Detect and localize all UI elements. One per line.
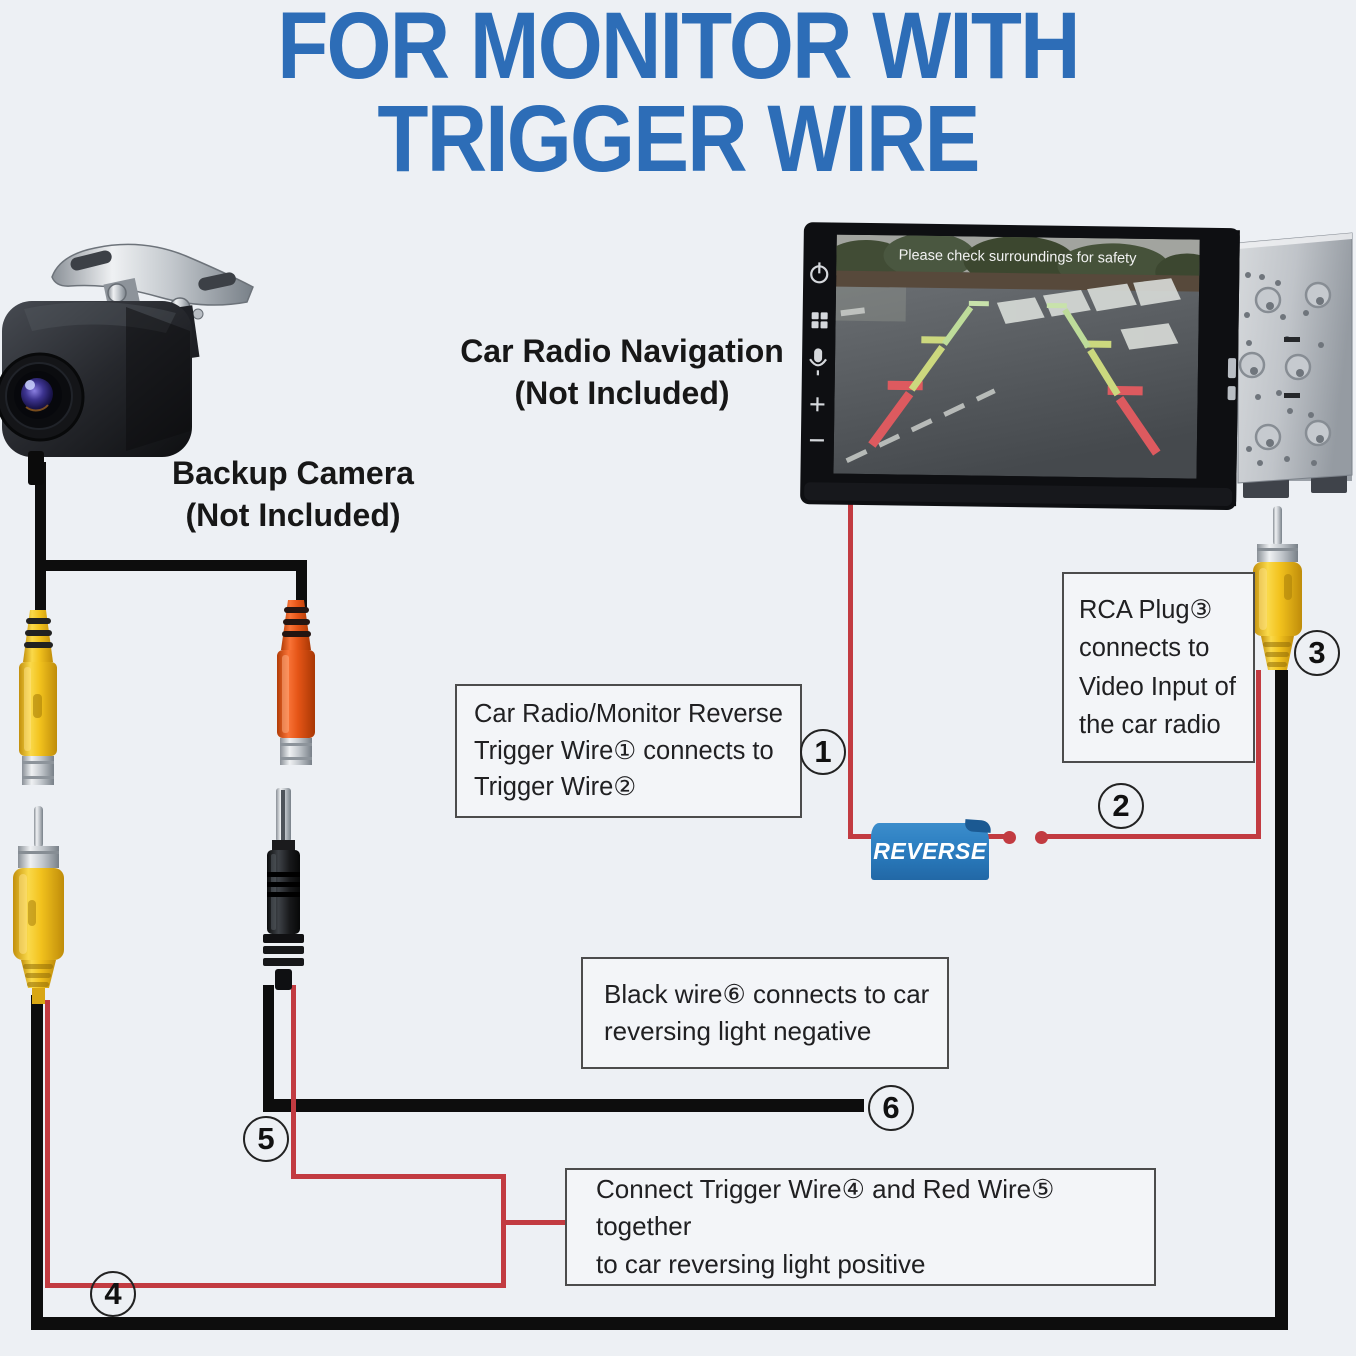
callout-trigger-wire: Car Radio/Monitor Reverse Trigger Wire① … bbox=[455, 684, 802, 818]
side-buttons bbox=[1227, 358, 1237, 401]
rca-plug-3 bbox=[1253, 506, 1302, 670]
callout-trigger-line2: Trigger Wire① connects to bbox=[474, 736, 774, 765]
trigger-wire-4-horizontal bbox=[45, 1283, 506, 1288]
red-wire-5-vertical bbox=[291, 985, 296, 1178]
rca-cable-right-vertical bbox=[1275, 670, 1288, 1330]
camera-label: Backup Camera (Not Included) bbox=[118, 452, 468, 536]
rca-jack-yellow bbox=[19, 610, 57, 785]
radio-label: Car Radio Navigation (Not Included) bbox=[440, 330, 804, 414]
callout-connect-line2: to car reversing light positive bbox=[596, 1248, 926, 1279]
callout-trigger-line3: Trigger Wire② bbox=[474, 773, 637, 802]
marker-4: 4 bbox=[90, 1271, 136, 1317]
radio-chassis bbox=[1237, 232, 1353, 498]
black-wire-6 bbox=[263, 1099, 864, 1112]
rca-jack-orange bbox=[277, 600, 315, 765]
marker-5: 5 bbox=[243, 1116, 289, 1162]
trigger-wire-4-vertical bbox=[45, 1000, 50, 1287]
camera-label-line1: Backup Camera bbox=[172, 455, 414, 491]
callout-connect-line1: Connect Trigger Wire④ and Red Wire⑤ toge… bbox=[596, 1173, 1055, 1242]
marker-5-digit: 5 bbox=[257, 1121, 275, 1156]
radio-label-line1: Car Radio Navigation bbox=[460, 333, 784, 369]
marker-1-digit: 1 bbox=[814, 734, 832, 769]
trigger-wire-2-horizontal bbox=[1046, 834, 1260, 839]
reverse-tag: REVERSE bbox=[871, 823, 989, 880]
menu-grid-icon bbox=[811, 312, 828, 329]
backup-camera-image bbox=[0, 243, 254, 485]
callout-rca-line4: the car radio bbox=[1079, 710, 1221, 739]
rca-plug-yellow bbox=[13, 806, 64, 1004]
marker-2-digit: 2 bbox=[1112, 788, 1130, 823]
dc-power-plug bbox=[263, 788, 304, 990]
camera-cable-vertical bbox=[35, 462, 46, 622]
red-wire-join-vertical bbox=[501, 1174, 506, 1288]
bezel-icons bbox=[809, 262, 829, 442]
camera-cable-branch-horizontal bbox=[35, 560, 307, 571]
camera-lens bbox=[0, 352, 85, 442]
page-title: FOR MONITOR WITH TRIGGER WIRE bbox=[0, 0, 1356, 193]
marker-6-digit: 6 bbox=[882, 1090, 900, 1125]
callout-trigger-line1: Car Radio/Monitor Reverse bbox=[474, 699, 783, 728]
marker-2: 2 bbox=[1098, 783, 1144, 829]
page-title-line1: FOR MONITOR WITH bbox=[277, 0, 1080, 99]
radio-label-line2: (Not Included) bbox=[514, 375, 730, 412]
radio-screen: Please check surroundings for safety bbox=[833, 234, 1200, 479]
red-wire-5-horizontal bbox=[291, 1174, 506, 1179]
rca-cable-bottom-run bbox=[31, 1317, 1288, 1330]
screen-warning-text: Please check surroundings for safety bbox=[899, 247, 1138, 266]
reverse-tag-label: REVERSE bbox=[873, 838, 987, 864]
dc-plug-black-lead bbox=[263, 985, 274, 1112]
car-radio-image: Please check surroundings for safety bbox=[800, 222, 1353, 511]
callout-connect-wires: Connect Trigger Wire④ and Red Wire⑤ toge… bbox=[565, 1168, 1156, 1286]
callout-rca-line2: connects to bbox=[1079, 634, 1210, 663]
rca-cable-left-vertical bbox=[31, 995, 43, 1330]
lane-dashes bbox=[845, 388, 996, 463]
callout-black-wire: Black wire⑥ connects to car reversing li… bbox=[581, 957, 949, 1069]
marker-6: 6 bbox=[868, 1085, 914, 1131]
power-icon bbox=[810, 262, 829, 284]
red-wire-callout-stub bbox=[501, 1220, 567, 1225]
callout-black-line1: Black wire⑥ connects to car bbox=[604, 978, 930, 1009]
callout-rca-plug: RCA Plug③ connects to Video Input of the… bbox=[1062, 572, 1255, 763]
guide-lines bbox=[868, 300, 1161, 456]
marker-3-digit: 3 bbox=[1308, 635, 1326, 670]
plus-icon bbox=[810, 397, 825, 412]
page-title-line2: TRIGGER WIRE bbox=[377, 86, 980, 193]
callout-black-line2: reversing light negative bbox=[604, 1016, 872, 1046]
wire-junction-dot-left bbox=[1003, 831, 1016, 844]
crosswalk bbox=[996, 278, 1181, 350]
trigger-wire-2-vertical bbox=[1256, 670, 1261, 839]
marker-3: 3 bbox=[1294, 630, 1340, 676]
callout-rca-line1: RCA Plug③ bbox=[1079, 596, 1213, 624]
camera-label-line2: (Not Included) bbox=[185, 497, 401, 534]
camera-cable-branch-down bbox=[296, 560, 307, 612]
camera-cable-stub bbox=[28, 451, 44, 485]
radio-front: Please check surroundings for safety bbox=[800, 222, 1240, 511]
wire-junction-dot-right bbox=[1035, 831, 1048, 844]
mic-icon bbox=[809, 348, 827, 376]
radio-trigger-wire-1-vertical bbox=[848, 488, 853, 838]
callout-rca-line3: Video Input of bbox=[1079, 672, 1236, 701]
marker-1: 1 bbox=[800, 729, 846, 775]
marker-4-digit: 4 bbox=[104, 1276, 122, 1311]
